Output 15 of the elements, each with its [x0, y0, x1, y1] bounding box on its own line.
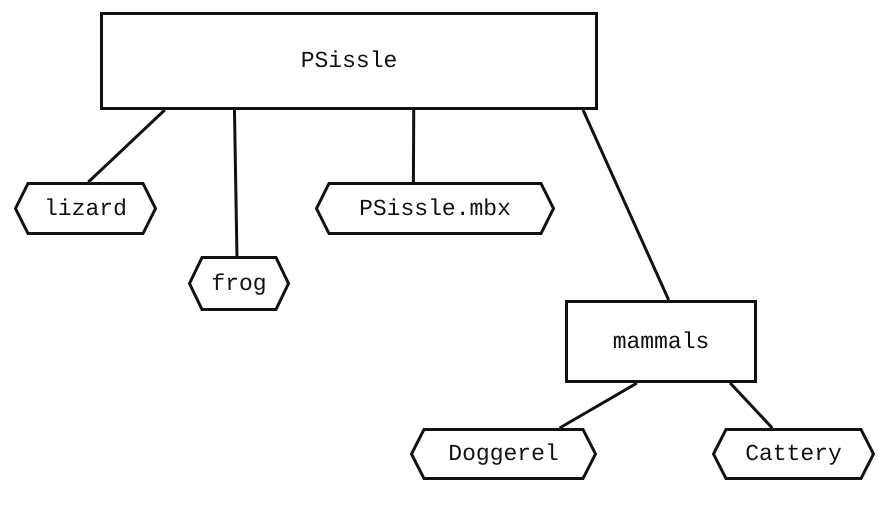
connector-line	[232, 110, 238, 256]
connector-line	[412, 110, 416, 182]
folder-box	[565, 300, 757, 383]
connector-line	[558, 382, 638, 430]
connector-line	[729, 382, 774, 430]
folder-box	[100, 12, 598, 110]
node-label: mammals	[612, 328, 710, 354]
node-label: PSissle	[300, 48, 398, 74]
node-label: Doggerel	[448, 441, 559, 467]
node-label: PSissle.mbx	[359, 196, 511, 222]
connector-line	[582, 109, 670, 301]
connector-line	[87, 108, 166, 184]
node-label: Cattery	[745, 441, 842, 467]
node-label: frog	[211, 270, 267, 296]
node-label: lizard	[44, 196, 127, 222]
